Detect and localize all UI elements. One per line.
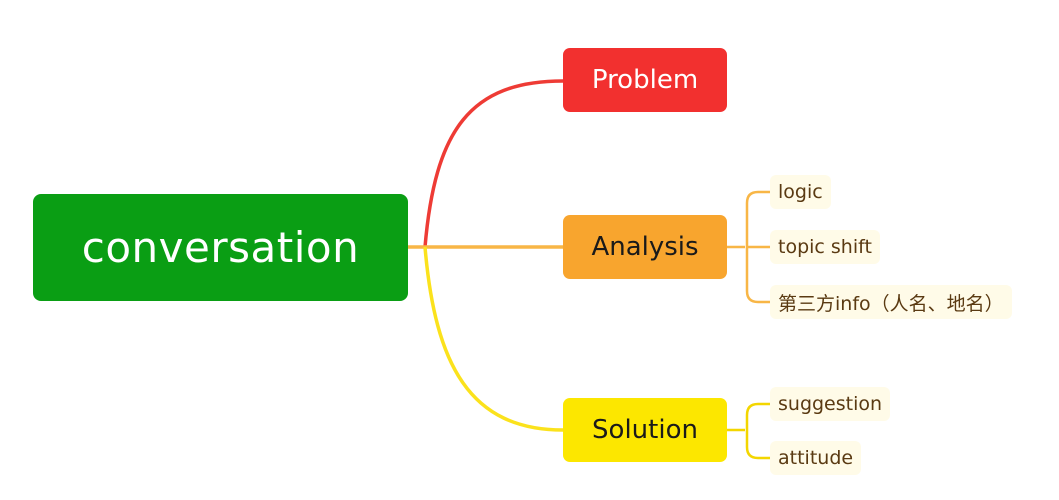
edge-root-solution xyxy=(423,246,564,432)
leaf-node-suggestion[interactable]: suggestion xyxy=(770,387,891,421)
leaf-node-logic[interactable]: logic xyxy=(770,175,831,209)
branch-node-analysis[interactable]: Analysis xyxy=(563,215,727,279)
root-node-conversation[interactable]: conversation xyxy=(33,194,408,301)
branch-node-problem[interactable]: Problem xyxy=(563,48,727,112)
edge-analysis-logic xyxy=(745,190,770,247)
leaf-node-topic-shift[interactable]: topic shift xyxy=(770,230,880,264)
leaf-node-attitude[interactable]: attitude xyxy=(770,441,862,475)
branch-node-solution[interactable]: Solution xyxy=(563,398,727,462)
edge-root-problem xyxy=(423,79,564,248)
edge-solution-attitude xyxy=(745,430,770,460)
leaf-node-third-party-info[interactable]: 第三方info（人名、地名） xyxy=(770,285,1012,319)
edge-solution-suggestion xyxy=(745,402,770,430)
edge-analysis-third-party xyxy=(745,247,770,304)
